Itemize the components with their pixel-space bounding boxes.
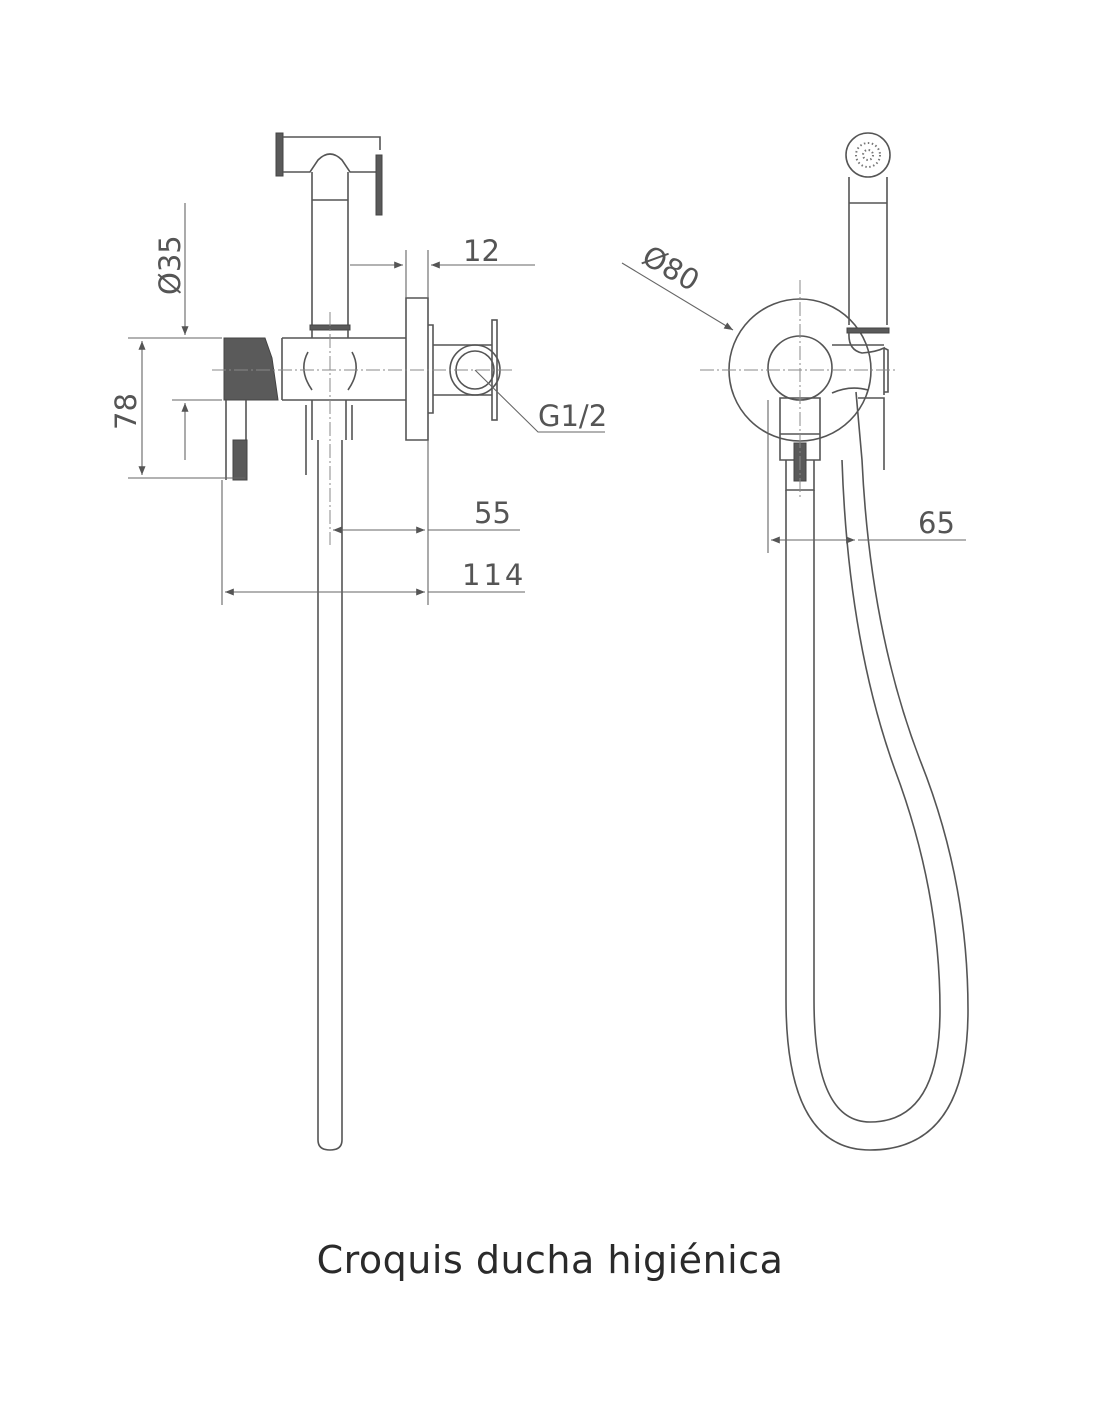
front-view [621,132,969,1151]
dimension-lines-right [621,262,966,553]
drawing-caption: Croquis ducha higiénica [316,1238,784,1282]
dimension-diameter-80: Ø80 [637,239,706,298]
handset-front [831,132,891,395]
dimension-diameter-35: Ø35 [153,235,187,295]
dimension-height-78: 78 [109,393,143,430]
valve-body [281,330,406,475]
dimension-offset-65: 65 [918,506,955,540]
lever-handle [223,337,279,481]
dimension-depth-114: 114 [462,558,526,592]
dimension-thread: G1/2 [538,399,607,433]
dimension-lines-left [128,203,605,605]
wall-plate [405,297,501,441]
hose-loop [785,391,969,1151]
side-view [128,132,605,1151]
hose-straight [317,440,343,1151]
dimension-depth-55: 55 [474,496,511,530]
dimension-width-12: 12 [463,234,500,268]
handset-head [275,132,383,325]
